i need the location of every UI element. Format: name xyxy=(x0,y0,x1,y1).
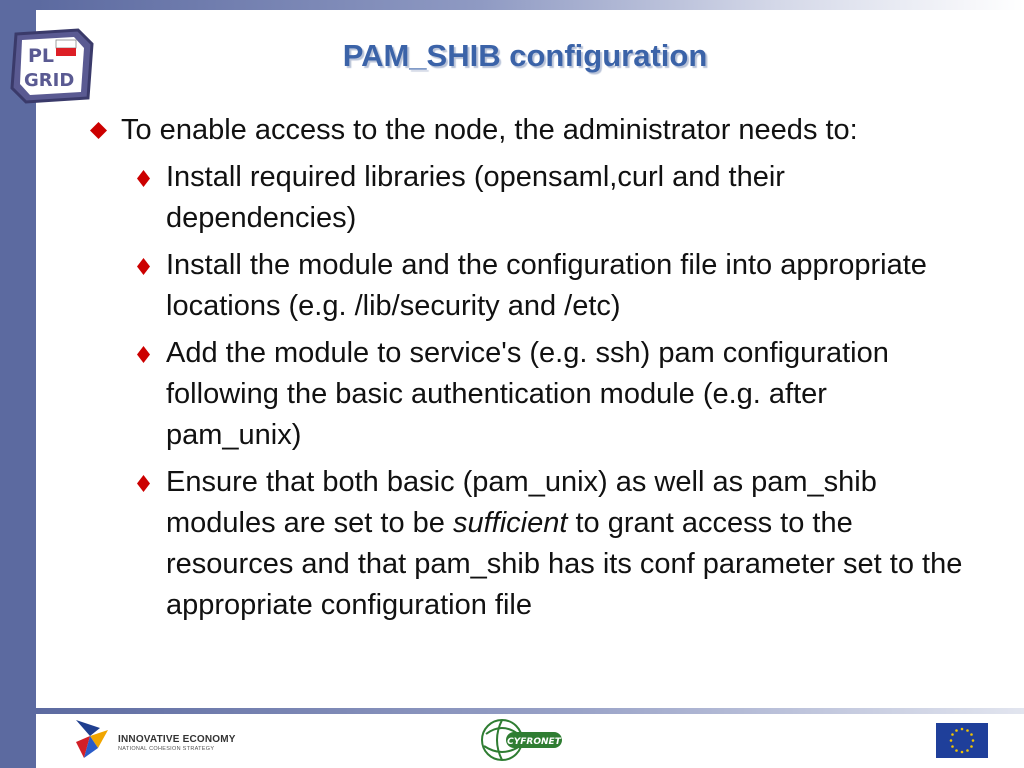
footer-divider xyxy=(36,708,1024,714)
sub-bullet-text: Add the module to service's (e.g. ssh) p… xyxy=(166,337,889,451)
logo-text-pl: PL xyxy=(28,45,54,67)
slide-title: PAM_SHIB configuration xyxy=(342,38,708,73)
cyfronet-logo-icon: CYFRONET xyxy=(481,719,562,761)
sub-bullet-emphasis: sufficient xyxy=(452,507,568,539)
top-accent-bar xyxy=(36,0,1024,10)
diamond-bullet-icon xyxy=(90,122,107,139)
bullet-main-text: To enable access to the node, the admini… xyxy=(121,114,858,146)
bullet-main: To enable access to the node, the admini… xyxy=(86,110,966,151)
innovative-economy-text: INNOVATIVE ECONOMY NATIONAL COHESION STR… xyxy=(118,734,236,752)
slide-content: To enable access to the node, the admini… xyxy=(86,110,966,626)
sub-bullet: Add the module to service's (e.g. ssh) p… xyxy=(86,333,966,456)
sub-bullet-text: Install required libraries (opensaml,cur… xyxy=(166,161,785,234)
sub-bullet-text-before: Ensure that both basic (pam_unix) as wel… xyxy=(166,466,877,539)
diamond-bullet-icon xyxy=(137,346,150,363)
innovative-economy-sublabel: NATIONAL COHESION STRATEGY xyxy=(118,746,215,752)
sub-bullet-text: Install the module and the configuration… xyxy=(166,249,927,322)
diamond-bullet-icon xyxy=(137,170,150,187)
sub-bullet: Ensure that both basic (pam_unix) as wel… xyxy=(86,462,966,626)
innovative-economy-label: INNOVATIVE ECONOMY xyxy=(118,734,236,745)
left-accent-bar xyxy=(0,0,36,768)
eu-flag-icon xyxy=(936,723,988,758)
sub-bullet: Install required libraries (opensaml,cur… xyxy=(86,157,966,239)
sub-bullet-text-after: to grant access to the resources and tha… xyxy=(166,507,963,621)
sub-bullet: Install the module and the configuration… xyxy=(86,245,966,327)
plgrid-logo-icon: PL GRID xyxy=(10,28,94,104)
innovative-economy-logo-icon xyxy=(76,720,108,758)
diamond-bullet-icon xyxy=(137,475,150,492)
diamond-bullet-icon xyxy=(137,258,150,275)
cyfronet-label: CYFRONET xyxy=(507,737,562,747)
logo-text-grid: GRID xyxy=(24,70,74,91)
